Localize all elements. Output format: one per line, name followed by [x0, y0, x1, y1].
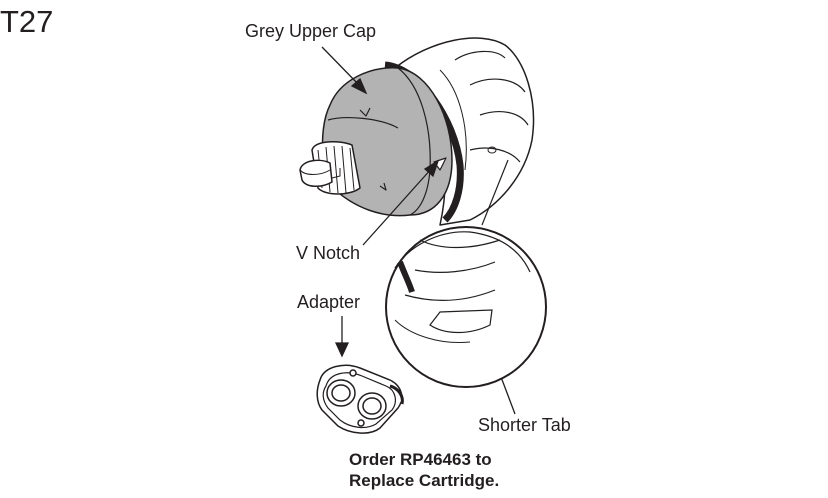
- label-adapter: Adapter: [297, 292, 361, 312]
- order-line-1: Order RP46463 to: [349, 450, 492, 469]
- shorter-tab: [429, 309, 493, 334]
- label-shorter-tab: Shorter Tab: [478, 415, 571, 435]
- cartridge: [299, 37, 535, 226]
- order-line-2: Replace Cartridge.: [349, 471, 500, 490]
- diagram-id: T27: [0, 4, 54, 39]
- zoom-detail: [385, 226, 547, 388]
- label-v-notch: V Notch: [296, 243, 361, 263]
- adapter-part: [316, 364, 404, 434]
- order-note: Order RP46463 to Replace Cartridge.: [349, 449, 499, 491]
- label-grey-upper-cap: Grey Upper Cap: [245, 21, 377, 41]
